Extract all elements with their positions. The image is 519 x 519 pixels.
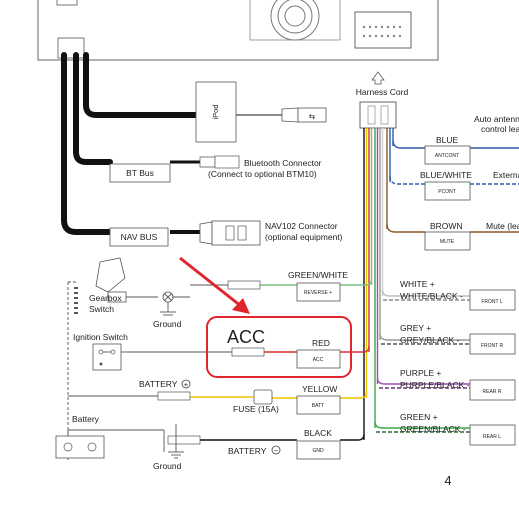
power-wires: GREEN/WHITE REVERSE + RED ACC YELLOW BAT… — [68, 270, 373, 460]
minus-icon: − — [274, 446, 279, 455]
head-unit-rear — [37, 0, 439, 61]
ipod-connector: iPod ⇆ — [195, 81, 327, 143]
harness-title: Harness Cord — [356, 87, 409, 97]
green-white-wire-label: GREEN/WHITE — [288, 270, 348, 280]
left-components: Gearbox Switch Ground Ignition Switch BA… — [55, 257, 281, 471]
yellow-wire-label: YELLOW — [302, 384, 337, 394]
reverse-box-label: REVERSE + — [304, 290, 332, 296]
speaker-wires: WHITE + WHITE/BLACK - FRONT L GREY + GRE… — [374, 279, 516, 446]
mute-lead-label: Mute (lead) — [486, 221, 519, 231]
fuse-label: FUSE (15A) — [233, 404, 279, 414]
red-wire-label: RED — [312, 338, 330, 348]
front-r-box-label: FRONT R — [481, 343, 504, 349]
usb-icon: ⇆ — [309, 112, 316, 121]
purple-pos-label: PURPLE + — [400, 368, 441, 378]
ignition-switch-icon — [92, 343, 122, 371]
gearbox-pattern-icon — [74, 287, 78, 314]
ground-label-2: Ground — [153, 461, 182, 471]
nav-bus-connector: NAV BUS NAV102 Connector (optional equip… — [109, 220, 343, 247]
brown-wire-label: BROWN — [430, 221, 463, 231]
rear-r-box-label: REAR R — [483, 389, 502, 395]
antcont-box-label: ANTCONT — [435, 153, 459, 159]
bt-connector-label: Bluetooth Connector — [244, 158, 322, 168]
black-wire-label: BLACK — [304, 428, 332, 438]
front-l-box-label: FRONT L — [481, 299, 503, 305]
white-neg-label: WHITE/BLACK - — [400, 291, 463, 301]
gnd-box-label: GND — [312, 448, 324, 454]
battery-neg-label: BATTERY — [228, 446, 267, 456]
right-control-wires: BLUE ANTCONT Auto antenna control lead B… — [386, 114, 519, 251]
purple-neg-label: PURPLE/BLACK - — [400, 380, 470, 390]
pcont-box-label: PCONT — [438, 189, 456, 195]
blue-wire-label: BLUE — [436, 135, 459, 145]
white-pos-label: WHITE + — [400, 279, 435, 289]
gearbox-label-2: Switch — [89, 304, 114, 314]
rear-l-box-label: REAR L — [483, 434, 501, 440]
acc-box-label: ACC — [313, 357, 324, 363]
page-number: 4 — [444, 473, 451, 488]
ipod-label: iPod — [211, 104, 220, 119]
acc-annotation-label: ACC — [227, 327, 265, 347]
external-label: External — [493, 170, 519, 180]
nav-connector-note: (optional equipment) — [265, 232, 343, 242]
ground-label-1: Ground — [153, 319, 182, 329]
battery-icon — [55, 435, 105, 459]
green-neg-label: GREEN/BLACK - — [400, 424, 466, 434]
ignition-switch-label: Ignition Switch — [73, 332, 128, 342]
acc-annotation: ACC — [179, 256, 352, 378]
bt-connector-note: (Connect to optional BTM10) — [208, 169, 317, 179]
nav-bus-label: NAV BUS — [121, 232, 158, 242]
plus-icon: + — [184, 380, 189, 389]
harness-cord: Harness Cord — [356, 71, 409, 440]
grey-pos-label: GREY + — [400, 323, 431, 333]
batt-box-label: BATT — [312, 403, 324, 409]
head-unit-cables — [61, 52, 200, 235]
auto-antenna-label-2: control lead — [481, 124, 519, 134]
gearbox-label-1: Gearbox — [89, 293, 122, 303]
bt-bus-label: BT Bus — [126, 168, 154, 178]
grey-neg-label: GREY/BLACK - — [400, 335, 460, 345]
mute-box-label: MUTE — [440, 239, 455, 245]
battery-label: Battery — [72, 414, 100, 424]
green-pos-label: GREEN + — [400, 412, 438, 422]
nav-connector-label: NAV102 Connector — [265, 221, 338, 231]
bt-bus-connector: BT Bus Bluetooth Connector (Connect to o… — [109, 155, 322, 183]
blue-white-wire-label: BLUE/WHITE — [420, 170, 472, 180]
battery-pos-label: BATTERY — [139, 379, 178, 389]
auto-antenna-label-1: Auto antenna — [474, 114, 519, 124]
